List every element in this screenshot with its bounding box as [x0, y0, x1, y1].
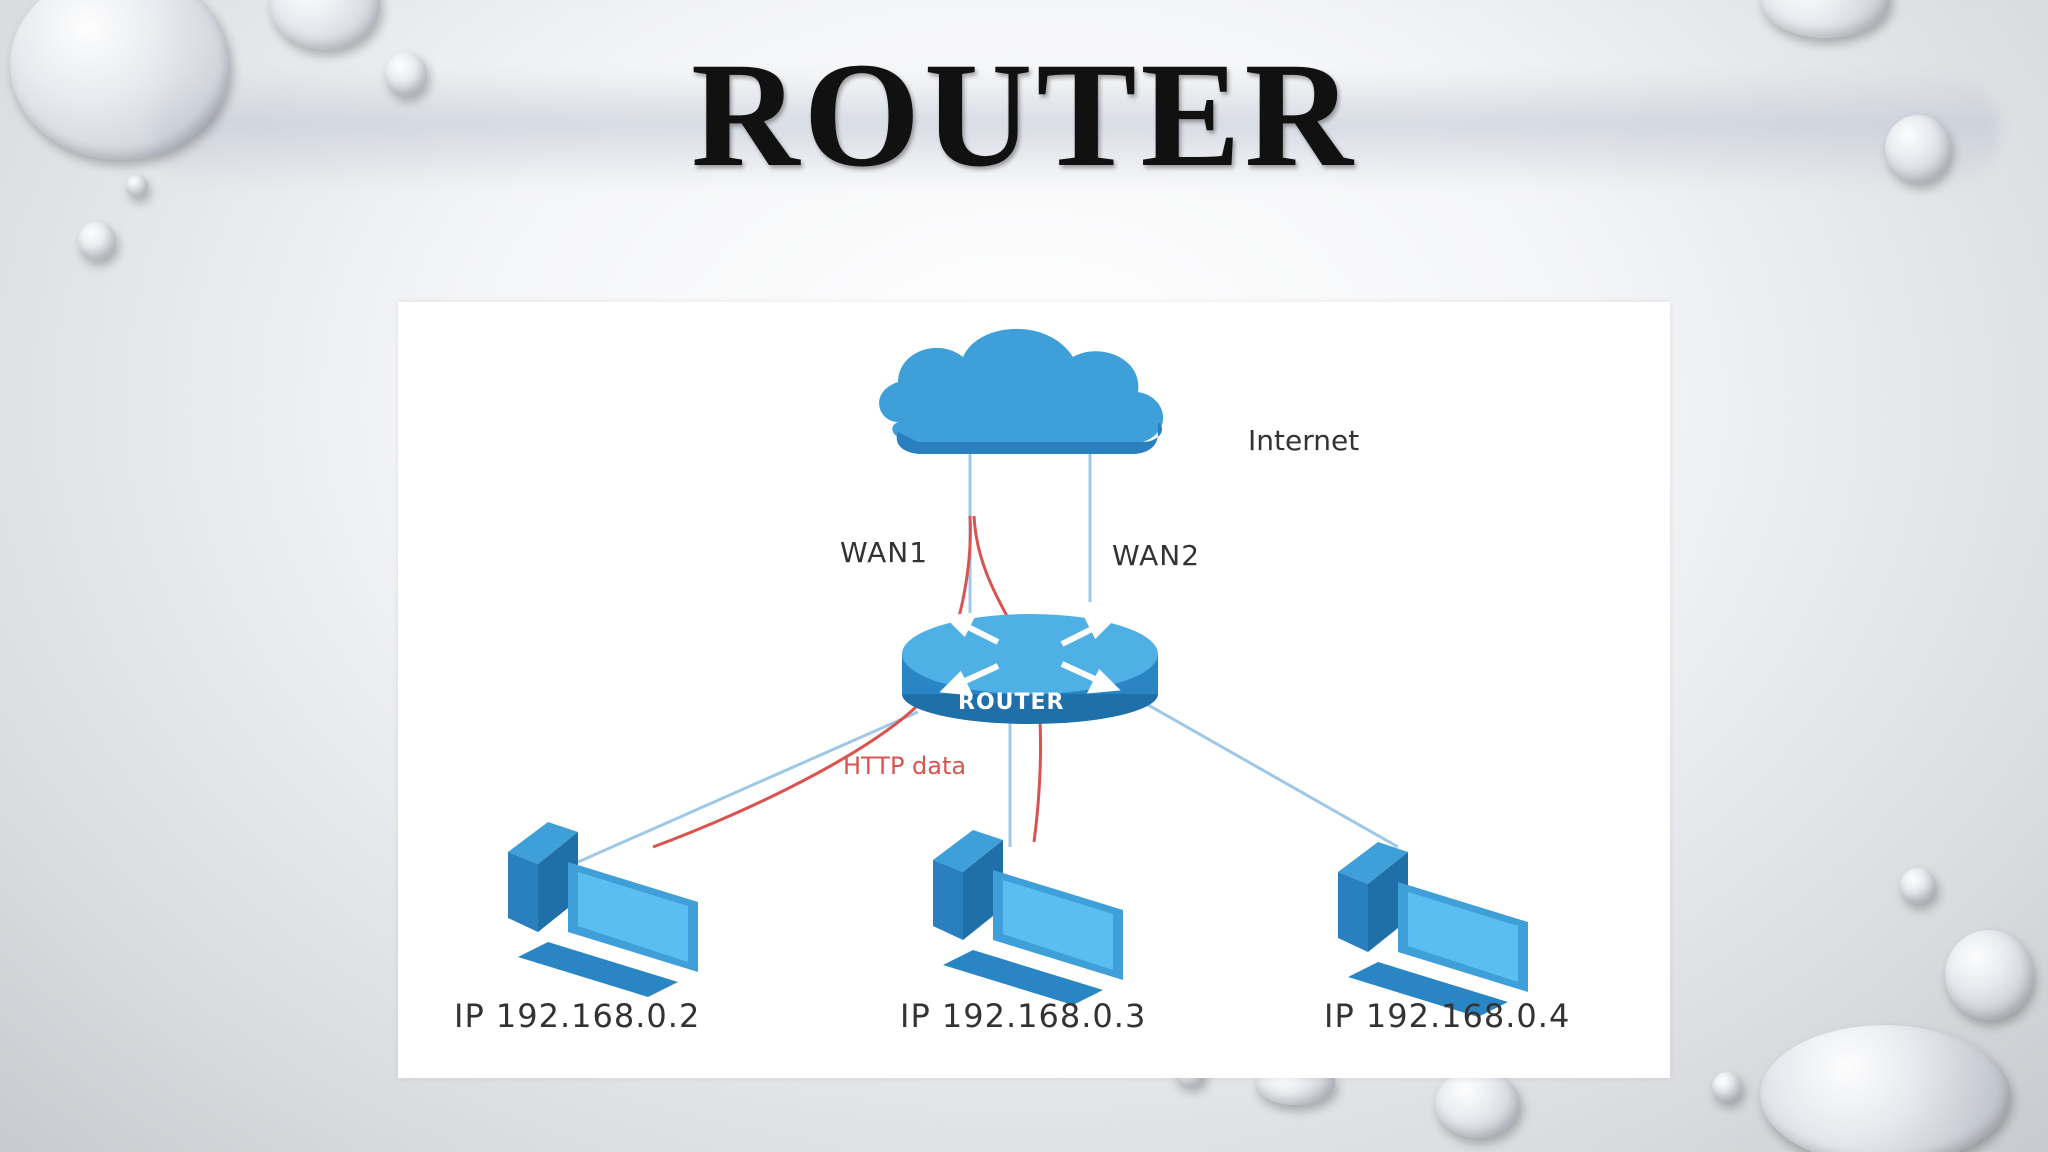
- http-data-label: HTTP data: [843, 752, 967, 780]
- network-diagram: Internet WAN1 WAN2 ROUTER HTTP data IP 1…: [398, 302, 1670, 1078]
- water-drop: [385, 52, 427, 96]
- water-drop: [1900, 868, 1936, 904]
- wan1-label: WAN1: [840, 536, 929, 569]
- water-drop: [78, 222, 116, 260]
- water-drop: [1885, 115, 1951, 183]
- computer-icon-2: [933, 830, 1123, 1005]
- computer-icon-1: [508, 822, 698, 997]
- slide-title: ROUTER: [691, 32, 1357, 198]
- water-drop: [1712, 1072, 1742, 1102]
- water-drop: [126, 175, 148, 197]
- router-icon: [902, 612, 1158, 724]
- water-drop: [1760, 0, 1890, 38]
- water-drop: [1945, 930, 2033, 1020]
- host-ip-label-2: IP 192.168.0.3: [900, 997, 1147, 1035]
- internet-cloud-icon: [879, 328, 1164, 454]
- host-ip-label-1: IP 192.168.0.2: [454, 997, 701, 1035]
- lan-link-3: [1142, 700, 1399, 849]
- host-ip-label-3: IP 192.168.0.4: [1324, 997, 1571, 1035]
- wan2-label: WAN2: [1112, 539, 1201, 572]
- internet-label: Internet: [1248, 424, 1360, 457]
- title-band: [150, 70, 2000, 190]
- computer-icon-3: [1338, 842, 1528, 1017]
- diagram-graphics: [508, 328, 1528, 1017]
- router-label: ROUTER: [958, 690, 1065, 715]
- water-drop: [1760, 1025, 2010, 1152]
- water-drop: [1435, 1070, 1520, 1138]
- water-drop: [10, 0, 230, 160]
- lan-link-1: [577, 710, 919, 864]
